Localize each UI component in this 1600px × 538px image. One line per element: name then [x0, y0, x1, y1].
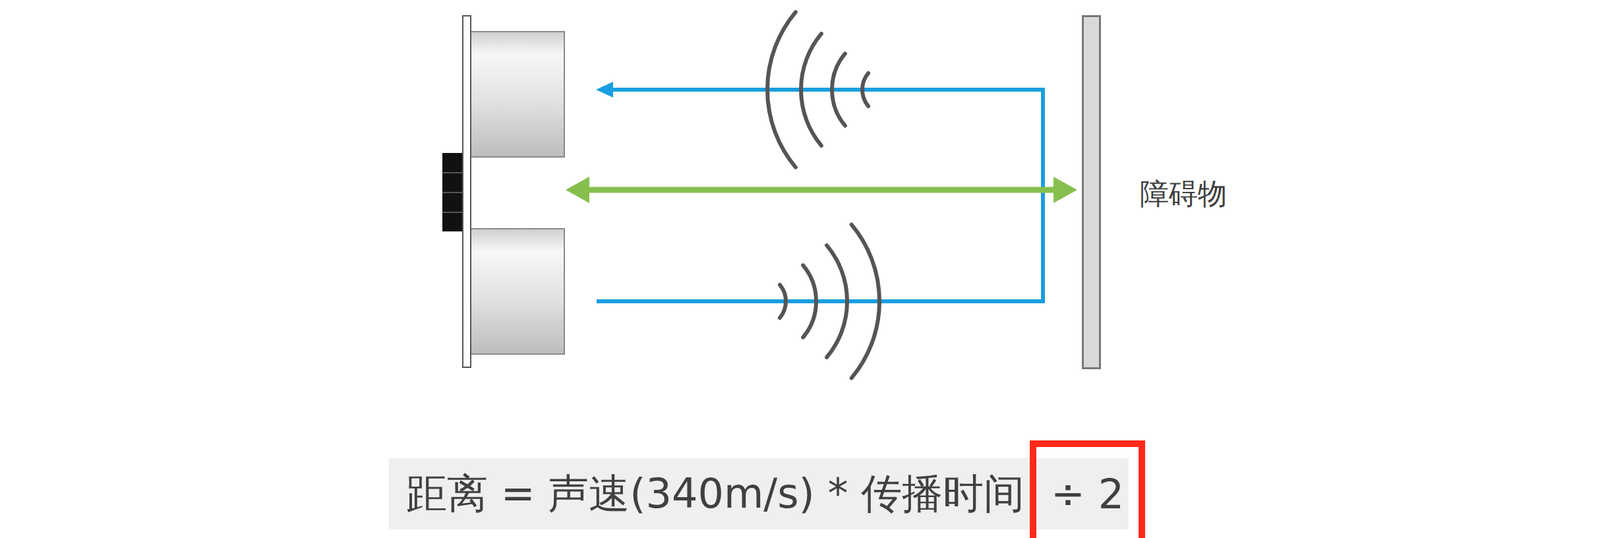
wave-arc	[767, 11, 796, 167]
sound-waves	[767, 11, 880, 378]
formula-band: 距离 = 声速(340m/s) * 传播时间 ÷ 2	[388, 458, 1129, 530]
distance-arrow	[583, 187, 1060, 194]
wave-arc	[779, 284, 786, 318]
pin-dividers	[442, 172, 463, 213]
wave-arc	[826, 245, 848, 358]
echo-arrowhead	[595, 81, 614, 98]
wave-arc	[851, 224, 880, 379]
transmitter-transducer	[470, 228, 565, 355]
pin-header	[442, 152, 463, 232]
distance-arrowhead	[1053, 176, 1078, 204]
sensor-board	[462, 15, 471, 368]
highlight-box: ÷ 2	[1029, 440, 1146, 538]
formula-text: 距离 = 声速(340m/s) * 传播时间	[406, 466, 1025, 522]
echo-path	[596, 89, 1043, 302]
wave-arc	[831, 53, 846, 126]
wave-arc	[802, 265, 817, 337]
distance-arrowhead	[565, 176, 590, 204]
wave-arc	[800, 33, 822, 146]
obstacle-label: 障碍物	[1139, 174, 1227, 214]
wave-arc	[862, 73, 869, 107]
formula-text: ÷ 2	[1050, 470, 1125, 519]
receiver-transducer	[470, 31, 565, 157]
obstacle-panel: 障碍物	[1081, 15, 1101, 370]
